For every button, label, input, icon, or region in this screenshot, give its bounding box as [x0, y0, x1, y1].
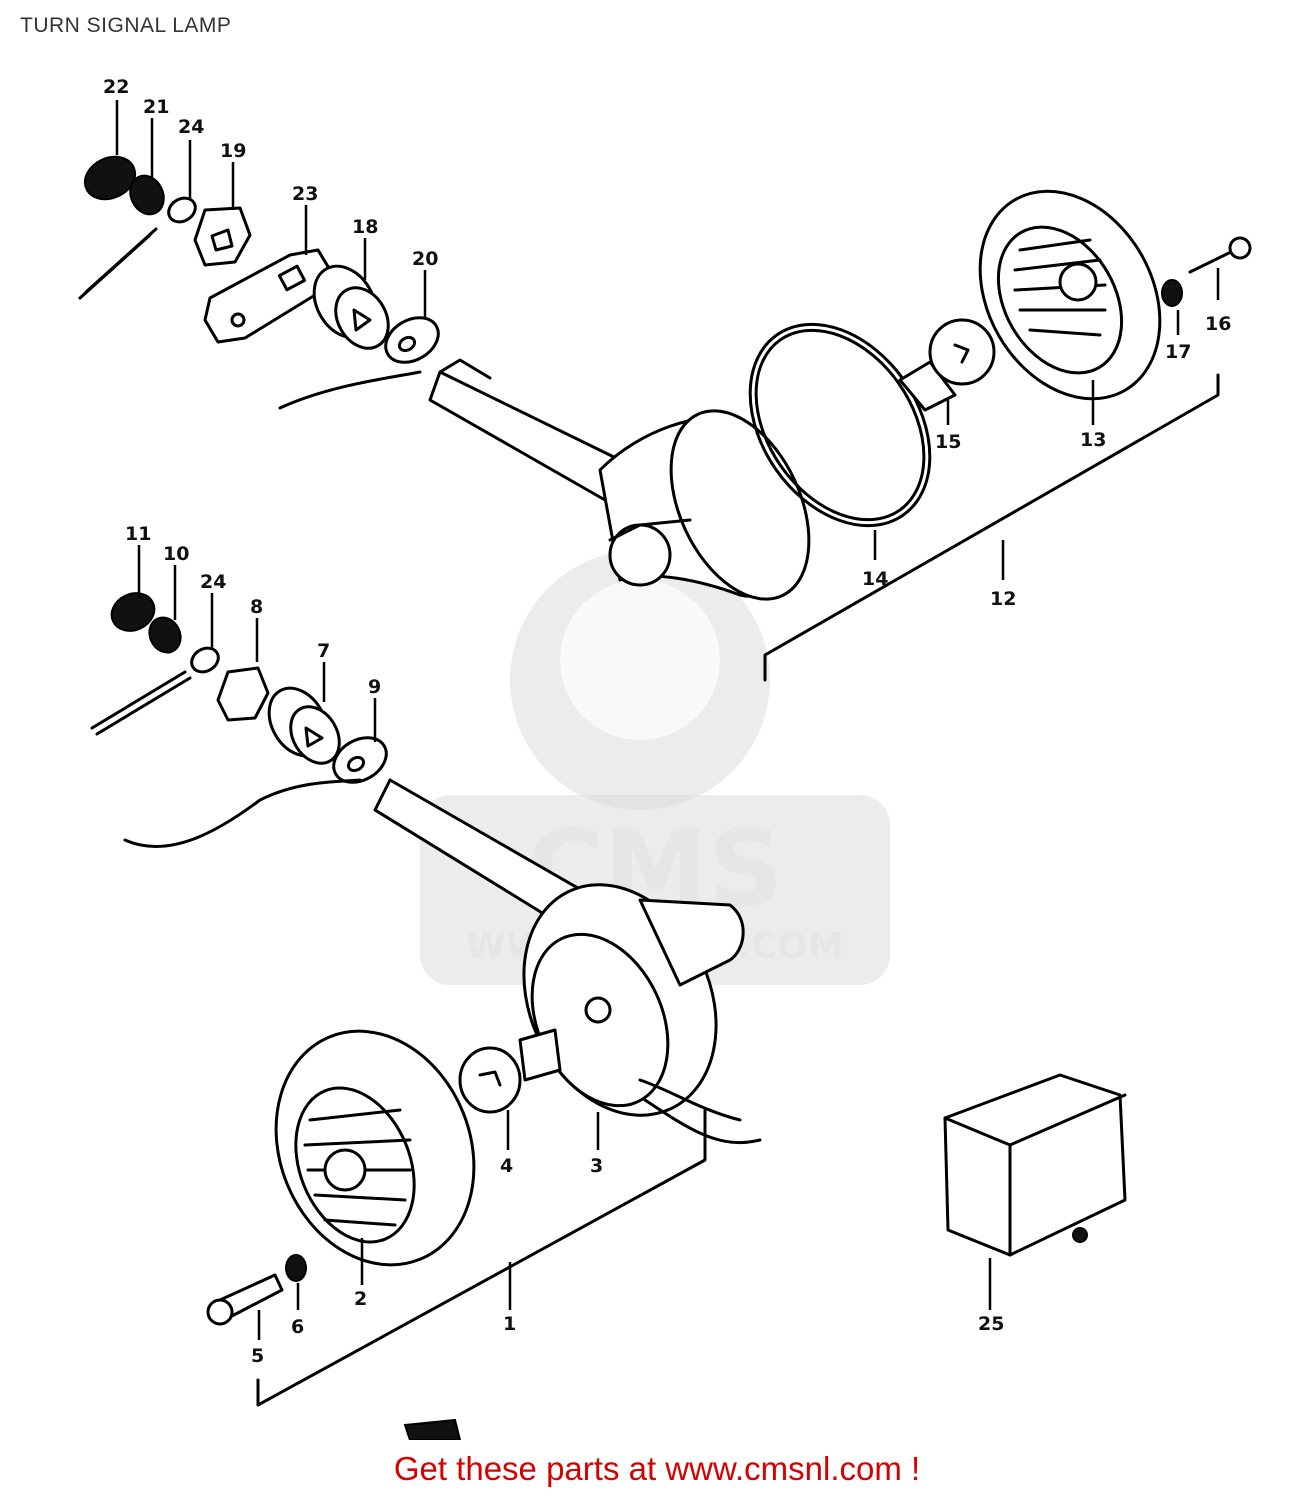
callout-24-lower: 24: [200, 571, 226, 593]
part-9-washer: [332, 736, 388, 784]
part-4-bulb: [458, 1028, 562, 1114]
callout-17: 17: [1165, 341, 1191, 363]
part-22-nut: [83, 155, 137, 201]
callout-7: 7: [317, 640, 330, 662]
callout-25: 25: [978, 1313, 1004, 1335]
part-25-flasher-relay: [943, 1073, 1127, 1257]
footer-cta-link[interactable]: Get these parts at www.cmsnl.com !: [393, 1450, 921, 1487]
part-13-lens: [978, 189, 1162, 401]
callout-labels: 22 21 24 19 23 18 20 16 17 15 13 14 12 1…: [103, 76, 1231, 1367]
part-12-stem: [428, 370, 622, 502]
callout-14: 14: [862, 568, 888, 590]
callout-23: 23: [292, 183, 318, 205]
callout-8: 8: [250, 596, 263, 618]
callout-24: 24: [178, 116, 204, 138]
callout-16: 16: [1205, 313, 1231, 335]
part-10-washer: [148, 616, 182, 654]
callout-15: 15: [935, 431, 961, 453]
upper-turn-signal-assembly: [78, 155, 1252, 682]
callout-4: 4: [500, 1155, 513, 1177]
part-24-terminal-lower: [190, 646, 220, 674]
callout-22: 22: [103, 76, 129, 98]
callout-21: 21: [143, 96, 169, 118]
part-20-washer: [384, 316, 440, 364]
callout-1: 1: [503, 1313, 516, 1335]
page-title: TURN SIGNAL LAMP: [20, 14, 232, 37]
part-6-washer: [285, 1254, 307, 1282]
callout-9: 9: [368, 676, 381, 698]
callout-13: 13: [1080, 429, 1106, 451]
callout-20: 20: [412, 248, 438, 270]
exploded-parts-diagram: CMS WWW.CMSNL.COM: [78, 76, 1252, 1440]
part-11-nut: [110, 592, 156, 632]
part-8-nut: [216, 666, 270, 722]
part-16-screw: [1188, 248, 1237, 274]
callout-19: 19: [220, 140, 246, 162]
lower-turn-signal-assembly: [90, 592, 762, 1440]
callout-6: 6: [291, 1316, 304, 1338]
callout-12: 12: [990, 588, 1016, 610]
part-17-washer: [1161, 279, 1183, 307]
part-24-terminal: [167, 196, 197, 224]
callout-18: 18: [352, 216, 378, 238]
leader-lines: [115, 100, 1220, 1340]
part-21-washer: [129, 174, 165, 216]
part-15-bulb: [898, 318, 996, 412]
callout-10: 10: [163, 543, 189, 565]
callout-5: 5: [251, 1345, 264, 1367]
callout-11: 11: [125, 523, 151, 545]
part-2-lens: [274, 1029, 476, 1267]
callout-2: 2: [354, 1288, 367, 1310]
part-19-nut: [193, 206, 252, 267]
callout-3: 3: [590, 1155, 603, 1177]
